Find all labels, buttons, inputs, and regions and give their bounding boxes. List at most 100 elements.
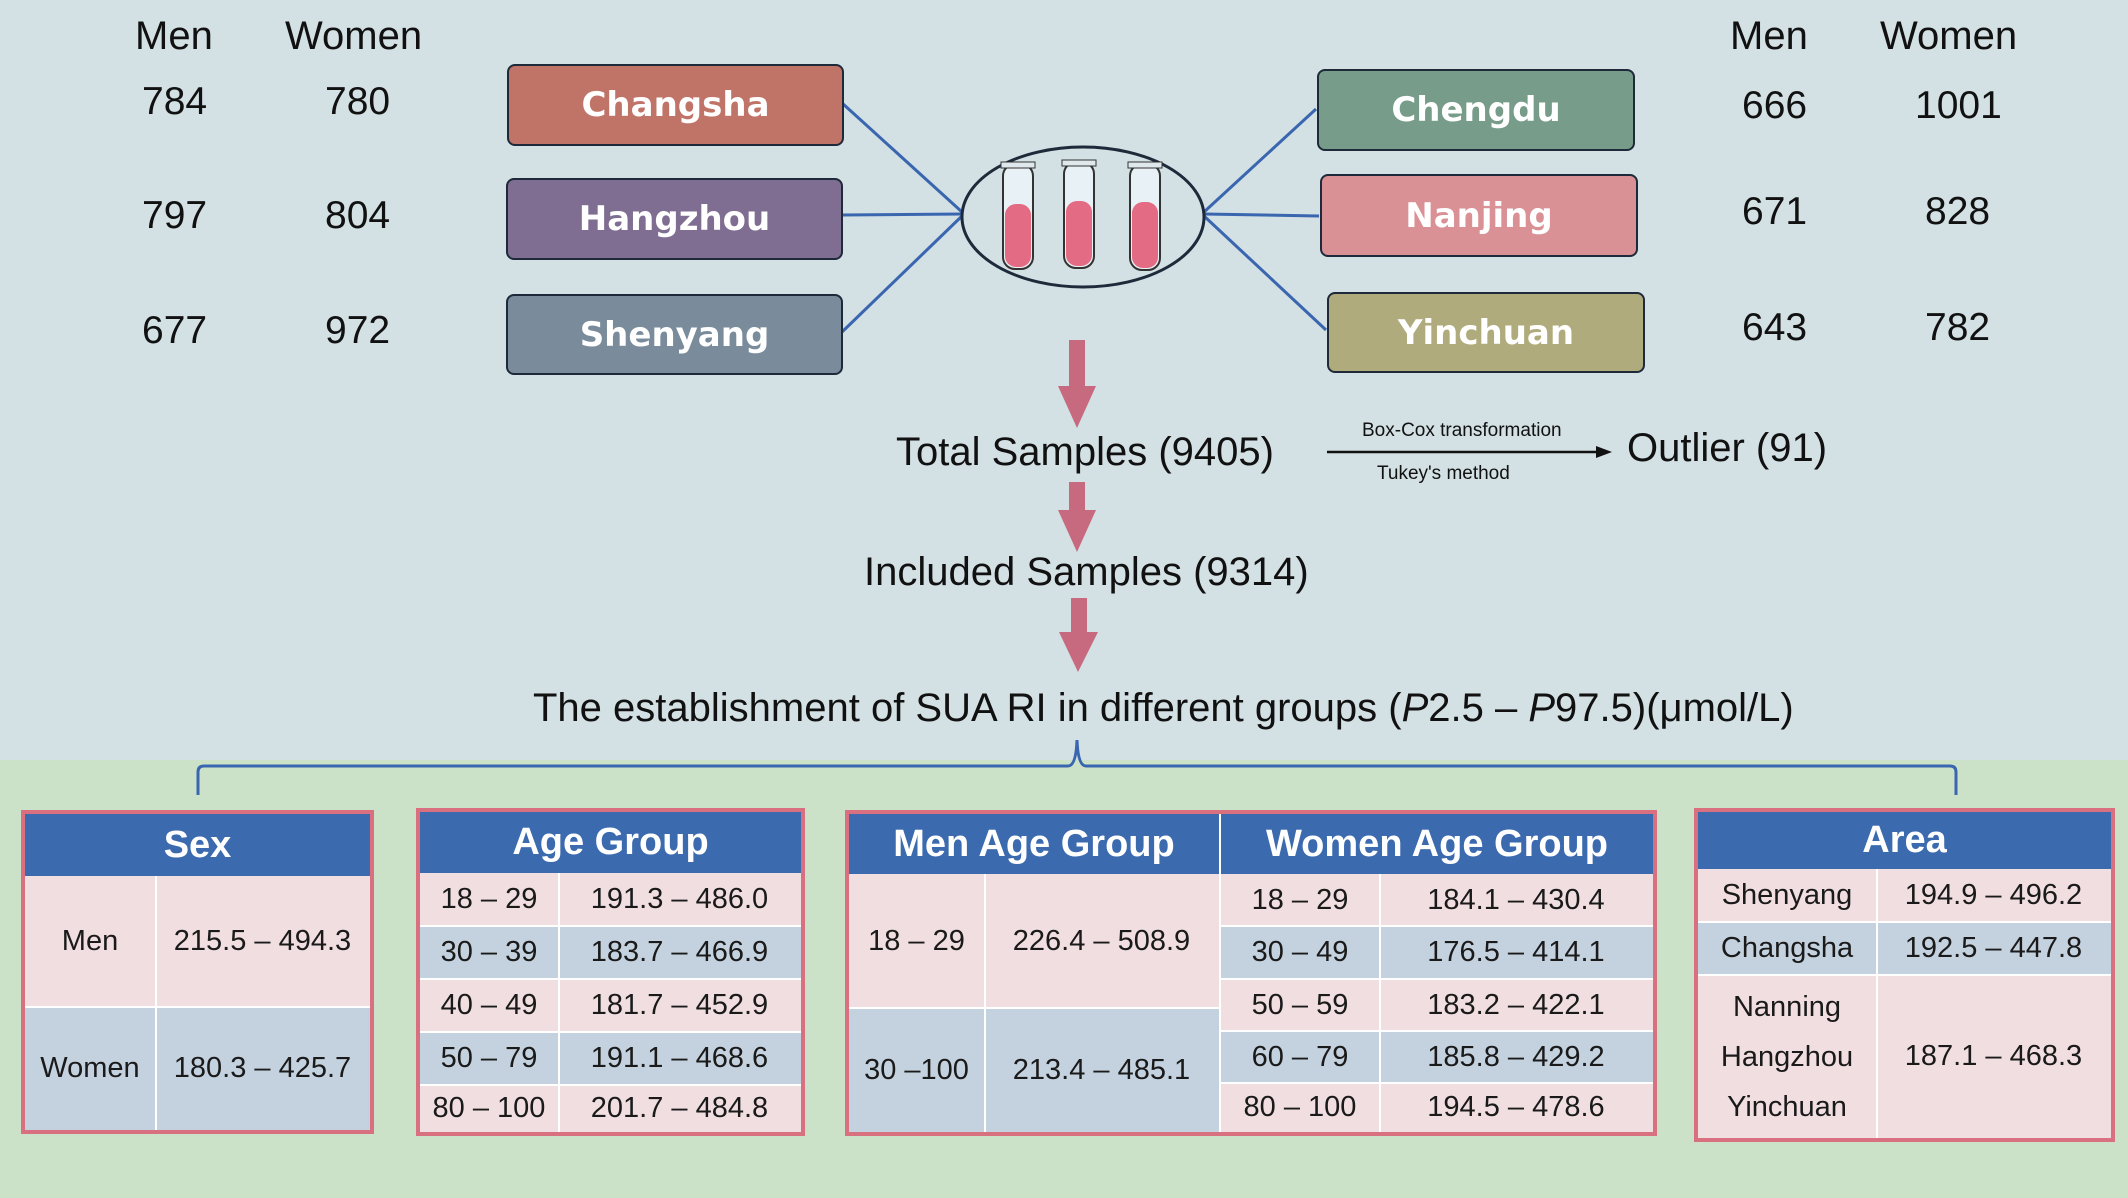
women-age-row-1-group: 18 – 29 <box>1221 874 1379 926</box>
right-women-header: Women <box>1880 14 2018 58</box>
age-row-3-range: 181.7 – 452.9 <box>558 979 801 1032</box>
connector-nanjing <box>1203 212 1320 218</box>
age-hline-2 <box>420 978 801 980</box>
women-age-panel-title: Women Age Group <box>1221 814 1653 874</box>
establishment-title: The establishment of SUA RI in different… <box>533 686 1794 731</box>
women-age-row-2-range: 176.5 – 414.1 <box>1379 926 1653 979</box>
area-row-1-range: 194.9 – 496.2 <box>1876 869 2111 922</box>
left-women-header: Women <box>285 14 423 58</box>
city-box-shenyang: Shenyang <box>506 294 843 375</box>
connector-chengdu <box>1202 107 1318 214</box>
city-box-hangzhou: Hangzhou <box>506 178 843 260</box>
women-age-hline-2 <box>1221 978 1653 980</box>
connector-hangzhou <box>841 212 963 217</box>
city-box-chengdu: Chengdu <box>1317 69 1635 151</box>
area-nanning: Nanning <box>1732 990 1842 1023</box>
men-women-divider <box>1219 874 1221 1132</box>
count-hangzhou-men: 797 <box>142 194 208 237</box>
sex-row-men-group: Men <box>25 876 155 1007</box>
tube-1 <box>1000 161 1036 270</box>
area-row-2-range: 192.5 – 447.8 <box>1876 922 2111 975</box>
men-women-age-panel: Men Age Group Women Age Group 18 – 29 22… <box>845 810 1657 1136</box>
left-men-header: Men <box>135 14 213 58</box>
count-yinchuan-women: 782 <box>1925 306 1991 349</box>
men-age-row-1-group: 18 – 29 <box>849 874 984 1008</box>
tube-2 <box>1061 159 1097 269</box>
city-box-yinchuan: Yinchuan <box>1327 292 1645 373</box>
area-hline-2 <box>1698 974 2111 976</box>
city-box-changsha: Changsha <box>507 64 844 146</box>
women-age-row-4-group: 60 – 79 <box>1221 1031 1379 1083</box>
area-row-3-group: Nanning Hangzhou Yinchuan <box>1698 975 1876 1138</box>
women-age-row-5-group: 80 – 100 <box>1221 1083 1379 1132</box>
age-panel: Age Group 18 – 29 191.3 – 486.0 30 – 39 … <box>416 808 805 1136</box>
arrow-3 <box>1059 598 1098 672</box>
tukey-label: Tukey's method <box>1377 463 1510 484</box>
boxcox-label: Box-Cox transformation <box>1362 420 1562 441</box>
area-row-1-group: Shenyang <box>1698 869 1876 922</box>
sex-panel: Sex Men 215.5 – 494.3 Women 180.3 – 425.… <box>21 810 374 1134</box>
tube-3 <box>1127 161 1163 271</box>
men-age-row-2-range: 213.4 – 485.1 <box>984 1008 1219 1132</box>
connector-shenyang <box>840 214 964 334</box>
age-divider <box>558 873 560 1132</box>
women-age-divider <box>1379 874 1381 1132</box>
count-nanjing-women: 828 <box>1925 190 1991 233</box>
women-age-row-1-range: 184.1 – 430.4 <box>1379 874 1653 926</box>
sex-row-women-group: Women <box>25 1007 155 1130</box>
age-row-2-group: 30 – 39 <box>420 926 558 979</box>
establishment-post: 97.5)(μmol/L) <box>1555 686 1794 730</box>
age-hline-3 <box>420 1031 801 1033</box>
area-yinchuan: Yinchuan <box>1727 1090 1847 1123</box>
outlier-count: Outlier (91) <box>1627 426 1828 470</box>
count-nanjing-men: 671 <box>1742 190 1808 233</box>
outlier-arrow <box>1327 446 1612 458</box>
arrow-2 <box>1058 482 1096 552</box>
women-age-hline-3 <box>1221 1030 1653 1032</box>
sex-panel-title: Sex <box>25 814 370 876</box>
area-row-2-group: Changsha <box>1698 922 1876 975</box>
connector-yinchuan <box>1202 214 1328 332</box>
age-row-2-range: 183.7 – 466.9 <box>558 926 801 979</box>
count-hangzhou-women: 804 <box>325 194 391 237</box>
men-age-row-1-range: 226.4 – 508.9 <box>984 874 1219 1008</box>
sex-divider <box>155 876 157 1130</box>
age-row-5-group: 80 – 100 <box>420 1085 558 1132</box>
age-row-1-range: 191.3 – 486.0 <box>558 873 801 926</box>
women-age-hline-4 <box>1221 1082 1653 1084</box>
p-italic-1: P <box>1401 686 1429 730</box>
area-panel: Area Shenyang 194.9 – 496.2 Changsha 192… <box>1694 808 2115 1142</box>
sex-row-men-range: 215.5 – 494.3 <box>155 876 370 1007</box>
count-yinchuan-men: 643 <box>1742 306 1808 349</box>
men-age-divider <box>984 874 986 1132</box>
women-age-row-3-group: 50 – 59 <box>1221 979 1379 1031</box>
test-tubes <box>1000 159 1163 271</box>
age-row-5-range: 201.7 – 484.8 <box>558 1085 801 1132</box>
title-divider <box>1219 814 1221 874</box>
area-panel-title: Area <box>1698 812 2111 869</box>
count-chengdu-women: 1001 <box>1915 84 2002 127</box>
age-row-1-group: 18 – 29 <box>420 873 558 926</box>
establishment-pre: The establishment of SUA RI in different… <box>533 686 1402 730</box>
count-changsha-men: 784 <box>142 80 208 123</box>
area-row-3-range: 187.1 – 468.3 <box>1876 975 2111 1138</box>
age-hline-1 <box>420 925 801 927</box>
city-box-nanjing: Nanjing <box>1320 174 1638 257</box>
connector-changsha <box>840 101 964 214</box>
age-hline-4 <box>420 1084 801 1086</box>
included-samples: Included Samples (9314) <box>864 550 1309 594</box>
men-age-panel-title: Men Age Group <box>849 814 1219 874</box>
sex-row-divider <box>25 1006 370 1008</box>
total-samples: Total Samples (9405) <box>896 430 1274 474</box>
establishment-mid: 2.5 – <box>1428 686 1529 730</box>
age-row-3-group: 40 – 49 <box>420 979 558 1032</box>
area-divider <box>1876 869 1878 1138</box>
count-shenyang-women: 972 <box>325 309 391 352</box>
count-shenyang-men: 677 <box>142 309 208 352</box>
women-age-hline-1 <box>1221 925 1653 927</box>
men-age-row-2-group: 30 –100 <box>849 1008 984 1132</box>
sex-row-women-range: 180.3 – 425.7 <box>155 1007 370 1130</box>
groups-bracket <box>196 739 1958 795</box>
p-italic-2: P <box>1528 686 1556 730</box>
